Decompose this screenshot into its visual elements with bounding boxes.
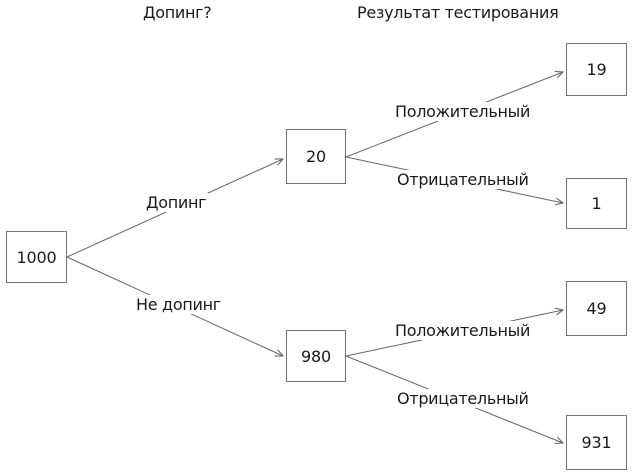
edge-label-doping-positive: Положительный <box>393 102 533 121</box>
column-header-test-result: Результат тестирования <box>357 3 559 22</box>
column-header-doping-question: Допинг? <box>143 3 212 22</box>
edge-label-not-doping-negative: Отрицательный <box>395 389 531 408</box>
node-doping: 20 <box>286 129 346 184</box>
node-root-total: 1000 <box>6 231 67 283</box>
edge-label-doping-negative: Отрицательный <box>395 170 531 189</box>
edge-label-doping: Допинг <box>144 193 209 212</box>
node-not-doping-negative: 931 <box>566 415 627 470</box>
edge-label-not-doping-positive: Положительный <box>393 321 533 340</box>
node-doping-positive: 19 <box>566 43 627 96</box>
node-doping-negative: 1 <box>566 178 627 229</box>
edge-label-not-doping: Не допинг <box>134 295 223 314</box>
node-not-doping: 980 <box>286 330 346 382</box>
node-not-doping-positive: 49 <box>566 281 627 336</box>
